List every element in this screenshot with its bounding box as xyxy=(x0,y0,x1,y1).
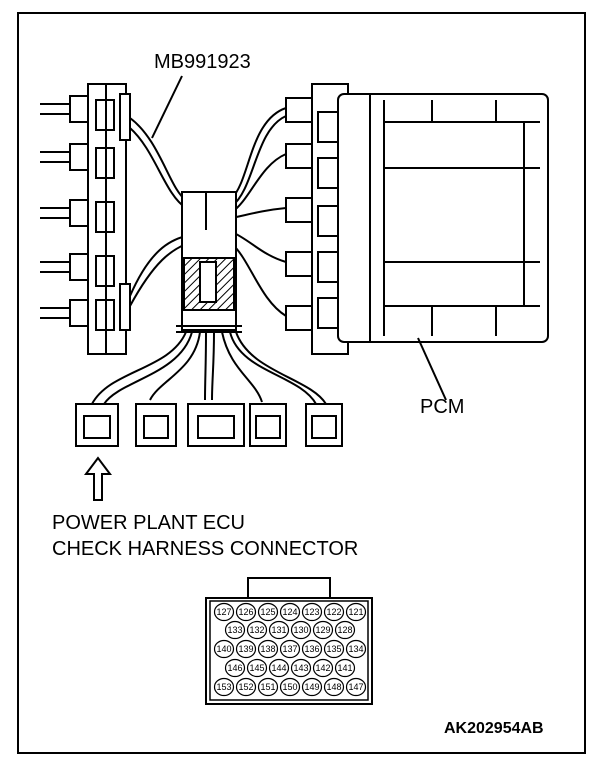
pin-circle xyxy=(334,620,356,640)
pin-number: 131 xyxy=(271,625,286,635)
pin-number: 139 xyxy=(238,644,253,654)
pin-number: 136 xyxy=(304,644,319,654)
pin-number: 125 xyxy=(260,607,275,617)
pin-circle xyxy=(246,658,268,678)
pin-number: 132 xyxy=(249,625,264,635)
pin-number: 129 xyxy=(315,625,330,635)
pin-circle xyxy=(213,677,235,697)
pin-number: 137 xyxy=(282,644,297,654)
pin-circle xyxy=(334,658,356,678)
pin-number: 141 xyxy=(337,663,352,673)
pin-circle xyxy=(290,658,312,678)
pin-number: 133 xyxy=(227,625,242,635)
pin-circle xyxy=(268,658,290,678)
pin-number: 142 xyxy=(315,663,330,673)
pin-circle xyxy=(301,602,323,622)
pin-number: 150 xyxy=(282,682,297,692)
pin-circle xyxy=(312,620,334,640)
pin-number: 146 xyxy=(227,663,242,673)
pcm-label: PCM xyxy=(420,396,465,418)
pin-number: 130 xyxy=(293,625,308,635)
pin-circle xyxy=(235,677,257,697)
pin-number: 149 xyxy=(304,682,319,692)
pin-circle xyxy=(301,639,323,659)
pin-number: 135 xyxy=(326,644,341,654)
pin-circle xyxy=(235,639,257,659)
connector-pins: 127 126 125 124 123 122 121 133 132 131 130 129 128 1… xyxy=(213,602,367,697)
pin-number: 127 xyxy=(216,607,231,617)
pin-number: 151 xyxy=(260,682,275,692)
pin-number: 152 xyxy=(238,682,253,692)
pin-circle xyxy=(279,602,301,622)
pin-number: 145 xyxy=(249,663,264,673)
figure-id: AK202954AB xyxy=(444,720,544,737)
figure-frame xyxy=(17,12,586,754)
pin-circle xyxy=(268,620,290,640)
pin-circle xyxy=(345,639,367,659)
pin-circle xyxy=(323,639,345,659)
pin-number: 140 xyxy=(216,644,231,654)
pin-number: 144 xyxy=(271,663,286,673)
pin-number: 124 xyxy=(282,607,297,617)
pin-circle xyxy=(224,620,246,640)
pin-circle xyxy=(235,602,257,622)
pin-number: 143 xyxy=(293,663,308,673)
pin-number: 148 xyxy=(326,682,341,692)
pin-number: 123 xyxy=(304,607,319,617)
pin-circle xyxy=(301,677,323,697)
pin-circle xyxy=(345,677,367,697)
pin-number: 126 xyxy=(238,607,253,617)
pin-circle xyxy=(279,639,301,659)
tool-label-mb991923: MB991923 xyxy=(154,51,251,73)
leader-lines xyxy=(151,75,447,401)
pin-number: 153 xyxy=(216,682,231,692)
left-connector-block xyxy=(40,83,131,355)
pin-circle xyxy=(224,658,246,678)
pin-circle xyxy=(290,620,312,640)
pcm-unit xyxy=(285,83,549,355)
pin-number: 121 xyxy=(348,607,363,617)
pin-circle xyxy=(213,602,235,622)
pin-circle xyxy=(257,677,279,697)
pin-circle xyxy=(257,602,279,622)
caption-line-1: POWER PLANT ECU xyxy=(52,512,245,534)
pin-circle xyxy=(345,602,367,622)
pin-number: 138 xyxy=(260,644,275,654)
pin-circle xyxy=(213,639,235,659)
pin-circle xyxy=(312,658,334,678)
pin-number: 122 xyxy=(326,607,341,617)
pin-circle xyxy=(323,677,345,697)
pin-number: 147 xyxy=(348,682,363,692)
pin-circle xyxy=(257,639,279,659)
caption-line-2: CHECK HARNESS CONNECTOR xyxy=(52,538,359,560)
check-harness-connectors xyxy=(75,403,343,447)
pin-number: 134 xyxy=(348,644,363,654)
pin-circle xyxy=(279,677,301,697)
pin-circle xyxy=(246,620,268,640)
up-arrow-icon xyxy=(84,456,112,501)
harness-bundle xyxy=(176,191,242,333)
pin-number: 128 xyxy=(337,625,352,635)
pin-circle xyxy=(323,602,345,622)
check-harness-wires xyxy=(91,331,327,405)
